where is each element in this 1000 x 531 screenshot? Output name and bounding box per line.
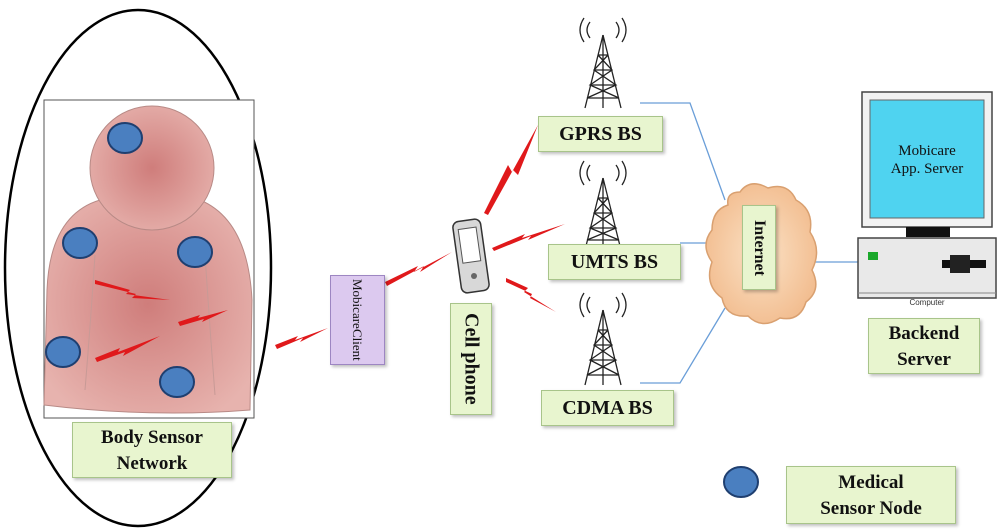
lightning-phone-to-cdma [506, 278, 556, 312]
internet-label-text: Internet [751, 219, 768, 276]
sensor-node-left-shoulder [62, 227, 98, 259]
cell-phone-label: Cell phone [450, 303, 492, 415]
cell-phone-device [452, 218, 490, 294]
mobicare-client-line2: Client [350, 329, 365, 361]
head [89, 105, 215, 231]
gprs-bs-label-text: GPRS BS [559, 122, 642, 145]
backhaul-links [640, 102, 858, 384]
sensor-node-right-shoulder [177, 236, 213, 268]
monitor-screen [869, 99, 985, 219]
cdma-bs-label: CDMA BS [541, 390, 674, 426]
umts-bs-label-text: UMTS BS [570, 250, 659, 273]
gprs-bs-label: GPRS BS [538, 116, 663, 152]
mobicare-client-box: Mobicare Client [330, 275, 385, 365]
internet-label: Internet [742, 205, 776, 290]
lightning-phone-to-gprs [484, 125, 538, 215]
sensor-node-head [107, 122, 143, 154]
body-sensor-network-label: Body Sensor Network [72, 422, 232, 478]
cdma-bs-label-text: CDMA BS [562, 396, 653, 419]
backend-label-line1: Backend [888, 323, 960, 344]
cdma-tower [579, 292, 627, 386]
cell-phone-label-text: Cell phone [460, 313, 483, 405]
umts-bs-label: UMTS BS [548, 244, 681, 280]
lightning-phone-to-umts [492, 224, 565, 251]
umts-tower [579, 160, 627, 251]
server-screen-text: Mobicare App. Server [872, 142, 982, 178]
legend-label: Medical Sensor Node [786, 466, 956, 524]
screen-line2: App. Server [890, 161, 964, 177]
sensor-node-right-hip [159, 366, 195, 398]
lightning-bsn-to-client [275, 328, 328, 349]
lightning-client-to-phone [385, 252, 452, 286]
legend-line2: Sensor Node [820, 498, 922, 519]
computer-case-label: Computer [909, 298, 945, 307]
backend-server-label: Backend Server [868, 318, 980, 374]
backend-label-line2: Server [897, 349, 951, 370]
backend-server-computer [857, 91, 997, 299]
screen-line1: Mobicare [898, 143, 956, 159]
legend-sensor-node-icon [723, 466, 759, 498]
legend-line1: Medical [838, 472, 904, 493]
mobicare-client-line1: Mobicare [350, 279, 365, 330]
gprs-tower [579, 17, 627, 109]
body-wireless-links [95, 280, 228, 362]
bsn-label-line2: Network [116, 453, 188, 474]
bsn-label-line1: Body Sensor [101, 427, 203, 448]
sensor-node-left-hip [45, 336, 81, 368]
